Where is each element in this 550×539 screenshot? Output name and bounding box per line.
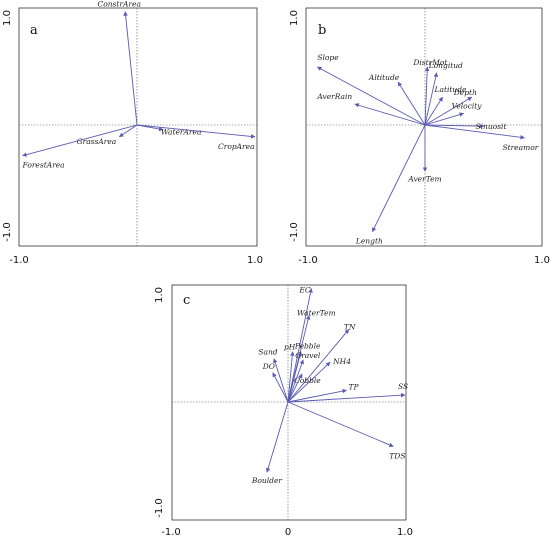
vector-label-cobble: Cobble [294, 376, 321, 385]
y-tick-label: 1.0 [2, 10, 13, 26]
vector-label-sinuosit: Sinuosit [476, 122, 508, 131]
vector-label-boulder: Boulder [251, 476, 282, 485]
vector-sand [273, 358, 289, 403]
x-tick-label: 1.0 [247, 255, 263, 266]
vector-label-longitud: Longitud [428, 61, 463, 70]
vector-label-slope: Slope [317, 53, 339, 62]
x-tick-label: 1.0 [534, 255, 550, 266]
vector-label-velocity: Velocity [452, 101, 483, 110]
vector-gravel [287, 359, 304, 403]
vector-label-croparea: CropArea [218, 142, 255, 151]
vector-nh4 [287, 361, 331, 403]
vector-label-depth: Depth [453, 88, 477, 97]
x-tick-label: -1.0 [9, 255, 29, 266]
y-tick-label: -1.0 [154, 498, 165, 518]
vector-velocity [424, 112, 465, 126]
vector-label-averrain: AverRain [316, 92, 352, 101]
panel-letter: a [30, 23, 38, 38]
vector-label-streamor: Streamor [502, 143, 538, 152]
vector-boulder [265, 401, 289, 473]
x-tick-label: -1.0 [161, 527, 181, 538]
vector-label-latitude: Latitude [434, 85, 468, 94]
vector-label-constrarea: ConstrArea [97, 0, 140, 9]
plot-frame [18, 7, 258, 247]
vector-altitude [397, 81, 426, 126]
vector-tds [287, 401, 394, 447]
vector-distrmot [424, 66, 430, 126]
vector-ec [287, 288, 313, 403]
vector-label-do: DO [262, 362, 275, 371]
vector-label-watertem: WaterTem [297, 308, 336, 317]
y-tick-label: -1.0 [289, 222, 300, 242]
y-tick-label: 1.0 [154, 287, 165, 303]
vector-label-tds: TDS [389, 451, 405, 460]
vector-label-ec: EC [298, 286, 310, 295]
x-tick-label: 0 [285, 527, 291, 538]
vector-croparea [136, 124, 256, 139]
vector-label-avertem: AverTem [407, 174, 441, 183]
vector-label-distrmot: DistrMot [412, 58, 448, 67]
vector-pebble [287, 351, 303, 403]
vector-length [371, 124, 426, 233]
vector-do [272, 372, 289, 403]
vector-cobble [287, 373, 303, 403]
vector-averrain [354, 103, 426, 126]
vector-label-length: Length [355, 237, 383, 246]
vector-slope [316, 66, 426, 126]
vector-label-waterarea: WaterArea [161, 128, 201, 137]
vector-tn [287, 329, 350, 403]
panel-letter: b [318, 23, 326, 38]
vector-latitude [424, 96, 443, 126]
y-tick-label: 1.0 [289, 10, 300, 26]
vector-label-nh4: NH4 [332, 357, 351, 366]
vector-sinuosit [424, 123, 484, 129]
vector-label-tn: TN [344, 322, 356, 331]
vector-label-grassarea: GrassArea [77, 137, 117, 146]
vector-longitud [424, 72, 439, 126]
biplot-panel-a: a -1.0 1.0 1.0 -1.0 ConstrAreaGrassAreaForest… [2, 0, 263, 266]
vector-label-ss: SS [398, 382, 408, 391]
x-tick-label: 1.0 [397, 527, 413, 538]
vector-label-tp: TP [349, 382, 360, 391]
vector-label-ph: pH [284, 343, 296, 352]
y-tick-label: -1.0 [2, 222, 13, 242]
vector-grassarea [118, 124, 138, 138]
panel-letter: c [183, 293, 190, 308]
vector-forestarea [22, 124, 138, 157]
plot-frame [305, 7, 543, 247]
vector-label-forestarea: ForestArea [22, 161, 65, 170]
vector-ss [287, 392, 406, 403]
vector-constrarea [123, 11, 138, 126]
x-tick-label: -1.0 [298, 255, 318, 266]
vector-label-gravel: Gravel [295, 351, 321, 360]
vector-label-altitude: Altitude [368, 73, 400, 82]
vector-label-sand: Sand [258, 348, 277, 357]
vector-label-pebble: Pebble [294, 342, 321, 351]
vector-streamor [424, 124, 525, 140]
vector-depth [424, 96, 473, 126]
vector-tp [287, 388, 347, 403]
plot-frame [171, 284, 407, 521]
vector-ph [287, 351, 295, 403]
